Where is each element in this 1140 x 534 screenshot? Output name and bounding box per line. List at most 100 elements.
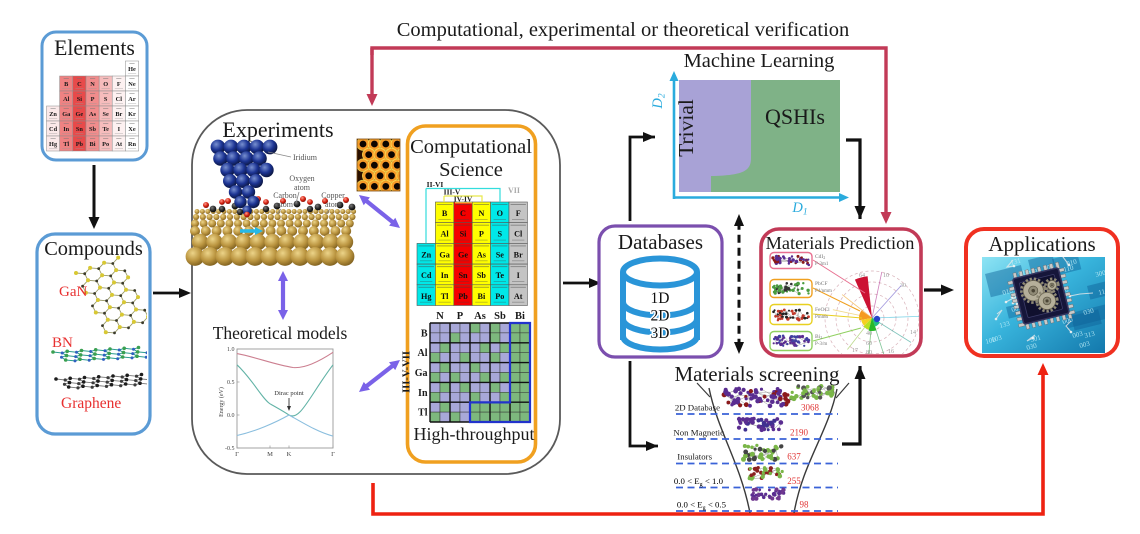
svg-text:Sb: Sb [477,271,487,280]
svg-text:Br: Br [514,250,523,259]
svg-text:Po: Po [495,292,504,301]
svg-text:I: I [517,271,520,280]
svg-text:Si: Si [460,230,468,239]
svg-text:As: As [474,311,486,322]
svg-text:Bi2: Bi2 [815,334,822,340]
svg-text:100: 100 [985,336,998,346]
svg-text:Machine Learning: Machine Learning [684,50,835,72]
svg-text:Pmmn: Pmmn [815,315,829,320]
svg-text:3068: 3068 [801,403,820,413]
svg-text:10: 10 [883,273,889,279]
svg-text:133: 133 [999,320,1012,330]
svg-text:14: 14 [910,330,916,336]
svg-text:010: 010 [1066,258,1079,268]
svg-text:3D: 3D [651,325,670,342]
svg-text:Pb: Pb [458,292,468,301]
svg-text:313: 313 [1084,330,1097,340]
svg-text:O: O [103,81,108,88]
svg-text:Γ: Γ [331,451,335,458]
svg-text:64: 64 [859,273,865,279]
svg-text:300: 300 [1095,269,1108,279]
svg-text:Hg: Hg [49,141,58,148]
svg-text:Computational: Computational [410,136,532,158]
svg-text:Si: Si [77,96,83,103]
svg-text:Rn: Rn [128,141,137,148]
svg-text:He: He [128,66,136,73]
svg-text:GaN: GaN [59,284,87,300]
svg-text:Xe: Xe [128,126,136,133]
svg-text:Se: Se [103,111,110,118]
svg-text:II-VI: II-VI [427,180,444,189]
svg-text:0.5: 0.5 [227,380,235,386]
svg-text:Materials screening: Materials screening [674,362,840,386]
svg-text:In: In [441,271,449,280]
svg-text:B: B [421,328,428,339]
svg-text:Ar: Ar [128,96,136,103]
svg-text:Databases: Databases [618,230,703,254]
svg-text:Compounds: Compounds [44,238,143,260]
svg-text:P-3m1: P-3m1 [815,262,829,267]
svg-text:P-3/m: P-3/m [815,342,827,347]
svg-text:Tl: Tl [63,141,69,148]
svg-text:III-V: III-V [444,188,461,197]
svg-text:atom: atom [325,200,342,209]
svg-text:Bi: Bi [515,311,525,322]
svg-text:Carbon: Carbon [273,191,297,200]
svg-text:Tl: Tl [418,408,428,419]
svg-text:103: 103 [991,334,1004,344]
svg-text:Al: Al [441,230,450,239]
svg-text:O: O [497,209,503,218]
svg-text:Energy (eV): Energy (eV) [218,387,225,417]
svg-text:80: 80 [866,350,872,356]
svg-text:FeOCl: FeOCl [815,307,830,313]
svg-text:K: K [287,451,292,458]
svg-text:Zn: Zn [49,111,57,118]
svg-text:Te: Te [496,271,505,280]
svg-text:Zn: Zn [421,250,431,259]
svg-text:Elements: Elements [54,36,135,60]
svg-text:Cd: Cd [421,271,432,280]
svg-text:P: P [457,311,464,322]
svg-text:1D: 1D [651,290,670,307]
svg-text:N: N [90,81,95,88]
svg-text:Cl: Cl [116,96,123,103]
svg-text:110: 110 [1063,264,1075,274]
svg-text:C: C [77,81,82,88]
svg-text:Ge: Ge [76,111,84,118]
svg-text:P: P [91,96,95,103]
svg-text:30: 30 [900,283,906,289]
svg-text:B: B [442,209,448,218]
svg-text:Experiments: Experiments [222,117,333,142]
svg-text:Al: Al [418,348,428,359]
svg-text:0.0 < Eg < 1.0: 0.0 < Eg < 1.0 [674,476,724,488]
svg-text:N: N [436,311,444,322]
svg-text:As: As [477,250,486,259]
svg-text:030: 030 [1083,307,1096,317]
svg-text:100: 100 [1043,263,1056,273]
svg-text:BN: BN [52,335,73,351]
svg-text:Ga: Ga [62,111,71,118]
svg-text:Al: Al [63,96,70,103]
svg-text:Cd: Cd [49,126,58,133]
svg-text:Graphene: Graphene [61,395,121,412]
svg-text:Sb: Sb [494,311,506,322]
svg-text:CdI2: CdI2 [815,254,825,260]
svg-text:Bi: Bi [90,141,96,148]
svg-text:003: 003 [1011,304,1024,314]
svg-text:Non Magnetic: Non Magnetic [673,428,724,438]
svg-text:Trivial: Trivial [674,99,698,157]
svg-text:Sn: Sn [458,271,468,280]
svg-text:131: 131 [1010,257,1023,267]
svg-text:atom: atom [294,183,311,192]
svg-text:2D Database: 2D Database [675,403,720,413]
svg-text:17: 17 [852,348,858,354]
svg-text:C: C [460,209,466,218]
svg-text:Ga: Ga [415,368,428,379]
svg-text:Γ: Γ [235,451,239,458]
svg-text:VII: VII [508,186,520,195]
svg-text:030: 030 [1026,342,1039,352]
svg-text:Computational, experimental or: Computational, experimental or theoretic… [397,19,850,41]
svg-text:N: N [478,209,484,218]
svg-text:Science: Science [439,159,503,181]
svg-text:At: At [115,141,123,148]
